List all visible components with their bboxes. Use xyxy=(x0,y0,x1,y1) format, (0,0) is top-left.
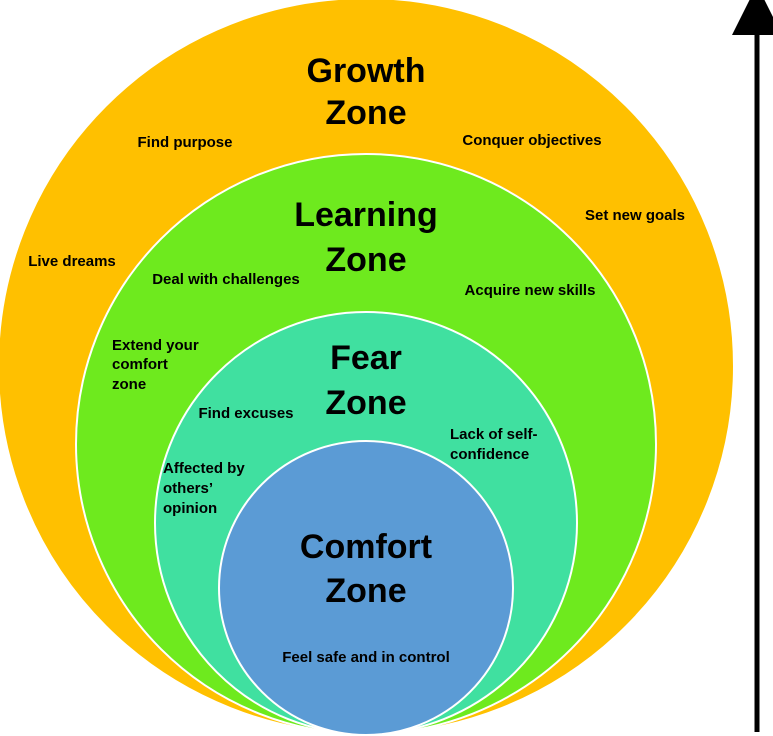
fear-zone-title-line2: Zone xyxy=(325,384,406,422)
comfort-zone-circle xyxy=(218,440,514,736)
phrase-affected-by-others-line1: Affected by xyxy=(163,460,245,477)
comfort-zone-title-line1: Comfort xyxy=(300,528,432,566)
phrase-deal-with-challenges: Deal with challenges xyxy=(152,271,300,288)
phrase-acquire-new-skills: Acquire new skills xyxy=(465,282,596,299)
phrase-live-dreams: Live dreams xyxy=(28,253,116,270)
comfort-zone-title-line2: Zone xyxy=(325,572,406,610)
phrase-affected-by-others-line2: others’ xyxy=(163,480,213,497)
growth-zone-title-line1: Growth xyxy=(307,52,426,90)
phrase-extend-comfort-line1: Extend your xyxy=(112,337,199,354)
phrase-set-new-goals: Set new goals xyxy=(585,207,685,224)
fear-zone-title-line1: Fear xyxy=(330,339,402,377)
phrase-find-purpose: Find purpose xyxy=(138,134,233,151)
phrase-extend-comfort-line3: zone xyxy=(112,376,146,393)
phrase-lack-self-confidence-line2: confidence xyxy=(450,446,529,463)
learning-zone-title-line2: Zone xyxy=(325,241,406,279)
phrase-find-excuses: Find excuses xyxy=(198,405,293,422)
growth-zone-title-line2: Zone xyxy=(325,94,406,132)
phrase-conquer-objectives: Conquer objectives xyxy=(462,132,601,149)
learning-zone-title-line1: Learning xyxy=(294,196,438,234)
phrase-feel-safe: Feel safe and in control xyxy=(282,649,450,666)
phrase-extend-comfort-line2: comfort xyxy=(112,356,168,373)
phrase-affected-by-others-line3: opinion xyxy=(163,500,217,517)
phrase-lack-self-confidence-line1: Lack of self- xyxy=(450,426,538,443)
